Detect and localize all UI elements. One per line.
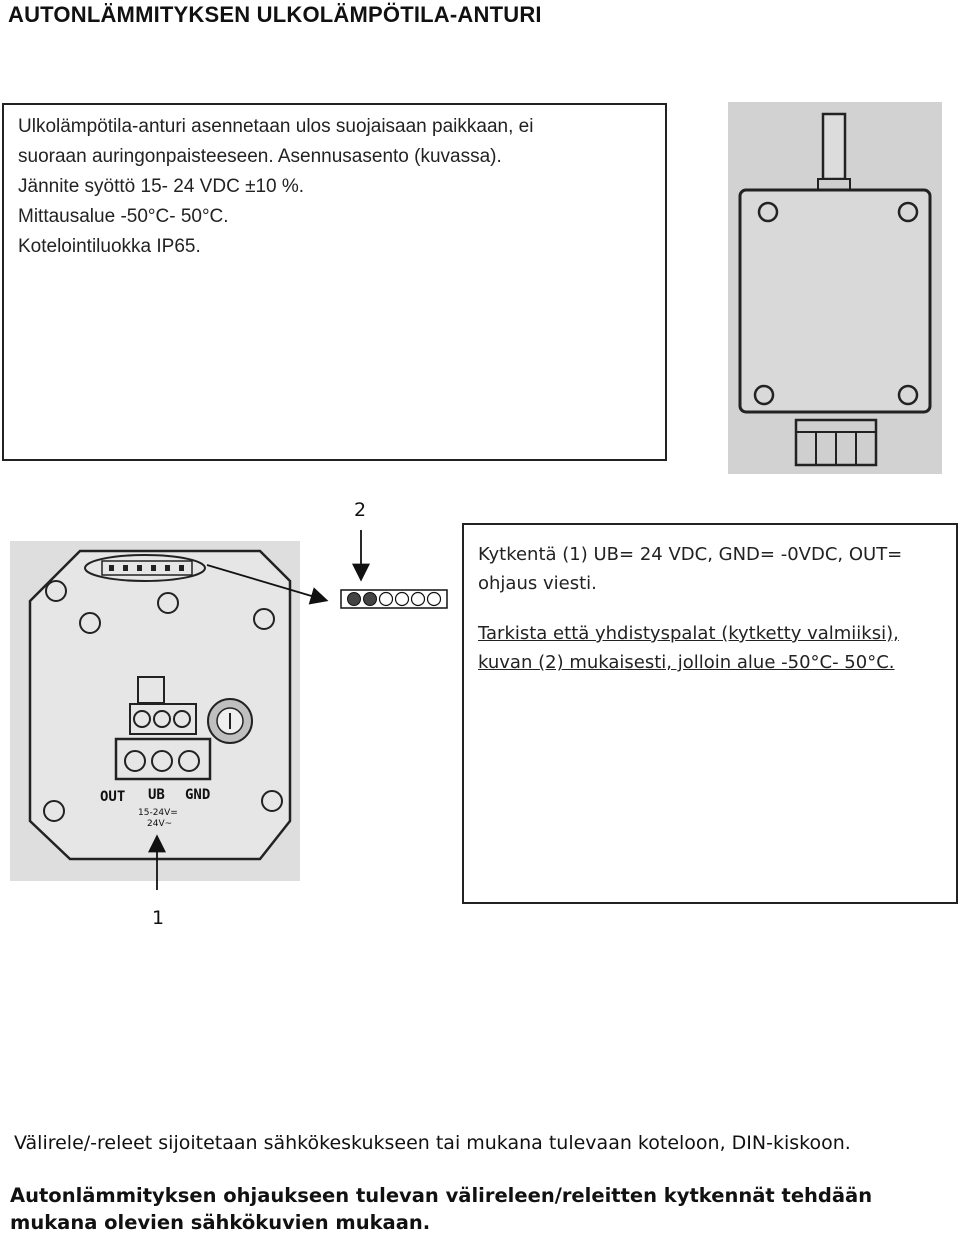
relay-placement-note: Välirele/-releet sijoitetaan sähkökeskuk…	[14, 1132, 851, 1154]
voltage-label: 24V~	[147, 819, 172, 829]
spec-box: Ulkolämpötila-anturi asennetaan ulos suo…	[2, 103, 667, 461]
voltage-label: 15-24V=	[138, 808, 178, 818]
label-2: 2	[354, 499, 366, 521]
relay-wiring-note: Autonlämmityksen ohjaukseen tulevan väli…	[10, 1184, 873, 1234]
connection-info-box: Kytkentä (1) UB= 24 VDC, GND= -0VDC, OUT…	[462, 523, 958, 904]
spec-line: Mittausalue -50°C- 50°C.	[18, 206, 229, 227]
terminal-label: GND	[185, 787, 210, 803]
spec-line: suoraan auringonpaisteeseen. Asennusasen…	[18, 146, 502, 167]
spec-line: Kotelointiluokka IP65.	[18, 236, 201, 257]
circuit-board-image: OUT UB GND 15-24V= 24V~	[10, 541, 300, 881]
jumper-indicator	[340, 589, 448, 609]
terminal-label: OUT	[100, 789, 125, 805]
jumper-check-text: Tarkista että yhdistyspalat (kytketty va…	[478, 619, 948, 677]
jumper-check-text-part1: Tarkista että yhdistyspalat (kytketty va…	[478, 623, 899, 673]
page-title: AUTONLÄMMITYKSEN ULKOLÄMPÖTILA-ANTURI	[8, 2, 542, 27]
spec-line: Jännite syöttö 15- 24 VDC ±10 %.	[18, 176, 305, 197]
connection-text: Kytkentä (1) UB= 24 VDC, GND= -0VDC, OUT…	[478, 544, 903, 594]
label-1: 1	[152, 907, 164, 929]
spec-line: Ulkolämpötila-anturi asennetaan ulos suo…	[18, 116, 534, 137]
jumper-check-text-part2: mukaisesti, jolloin alue -50°C- 50°C.	[563, 652, 895, 673]
sensor-enclosure-image	[728, 102, 942, 474]
terminal-label: UB	[148, 787, 165, 803]
